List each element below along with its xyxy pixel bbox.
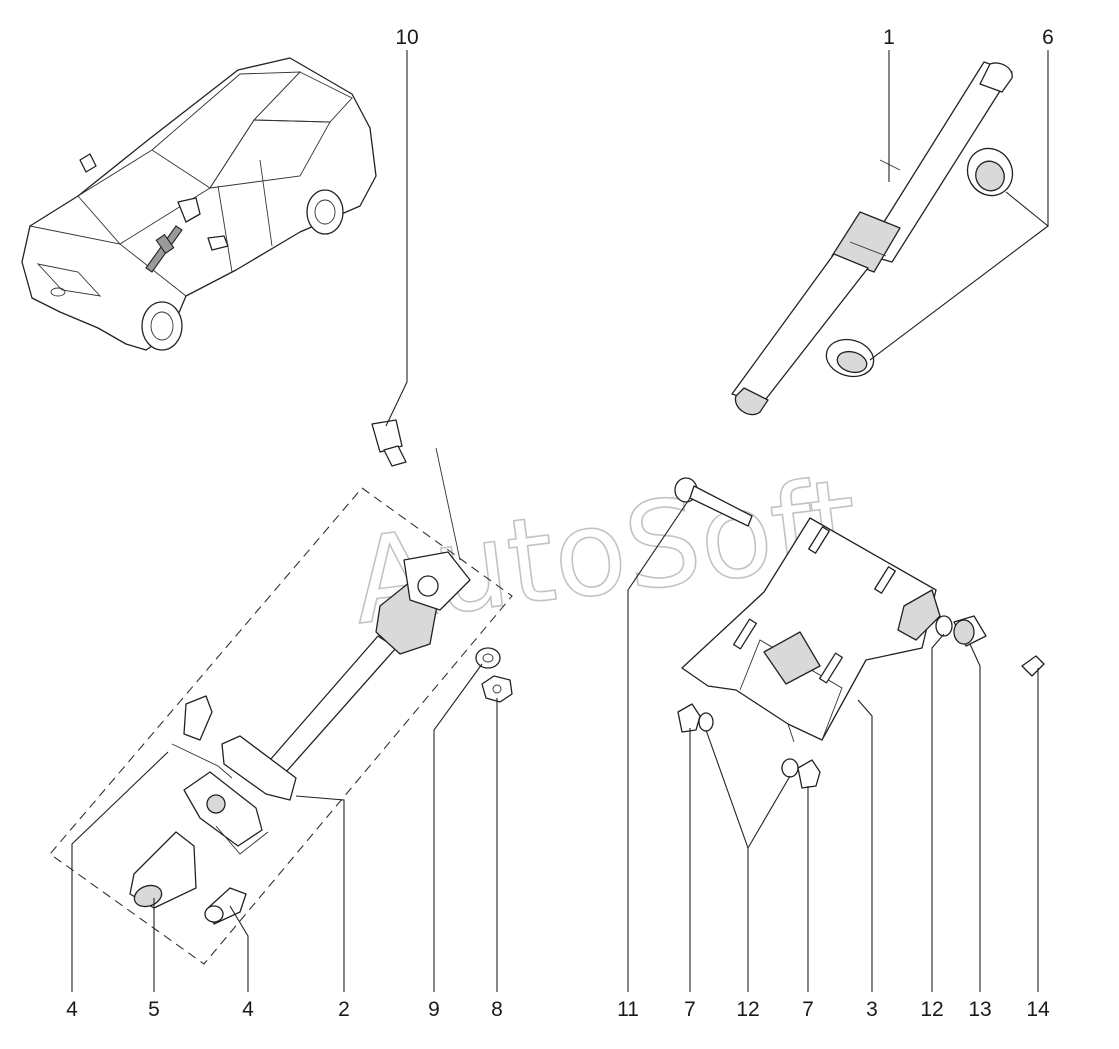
washer-part-12-lower — [781, 758, 799, 778]
callout-9: 9 — [428, 998, 440, 1021]
flange-yoke-part — [183, 771, 269, 855]
callout-11: 11 — [617, 998, 639, 1021]
callout-3: 3 — [866, 998, 878, 1021]
callout-7-left: 7 — [684, 998, 696, 1021]
callout-14: 14 — [1026, 998, 1050, 1021]
washer-part-12-right — [935, 615, 953, 637]
intermediate-shaft-group-frame — [49, 487, 513, 965]
callout-10: 10 — [395, 26, 418, 49]
callout-7-right: 7 — [802, 998, 814, 1021]
intermediate-shaft-part — [221, 447, 471, 801]
leader-lines — [71, 50, 1049, 992]
callout-13: 13 — [968, 998, 991, 1021]
long-bolt-part-11 — [674, 477, 753, 527]
bolt-part-10 — [371, 419, 407, 467]
clip-part-14 — [1021, 655, 1045, 677]
spacer-part-7-left — [677, 703, 701, 733]
bushing-pair-part — [825, 147, 1014, 378]
washer-part-9 — [475, 647, 501, 669]
washer-part-12-left — [698, 712, 714, 732]
spacer-part-7-right — [797, 759, 821, 789]
coupling-part — [129, 831, 197, 909]
callout-4-right: 4 — [242, 998, 254, 1021]
callout-12-left: 12 — [736, 998, 759, 1021]
callout-5: 5 — [148, 998, 160, 1021]
clamp-bolt-lower-part — [204, 887, 247, 925]
callout-8: 8 — [491, 998, 503, 1021]
steering-shaft-part — [731, 61, 1013, 416]
clamp-bolt-upper-part — [171, 695, 233, 779]
callout-2: 2 — [338, 998, 350, 1021]
callout-1: 1 — [883, 26, 895, 49]
callout-6: 6 — [1042, 26, 1054, 49]
callout-12-right: 12 — [920, 998, 943, 1021]
bushing-part-13 — [953, 615, 987, 647]
callout-labels: 10 1 6 4 5 4 2 9 8 11 7 12 7 3 12 13 14 — [66, 26, 1054, 1021]
nut-part-8 — [481, 675, 513, 703]
callout-4-left: 4 — [66, 998, 78, 1021]
column-bracket-part — [681, 517, 941, 743]
car-locator-illustration — [21, 57, 377, 351]
